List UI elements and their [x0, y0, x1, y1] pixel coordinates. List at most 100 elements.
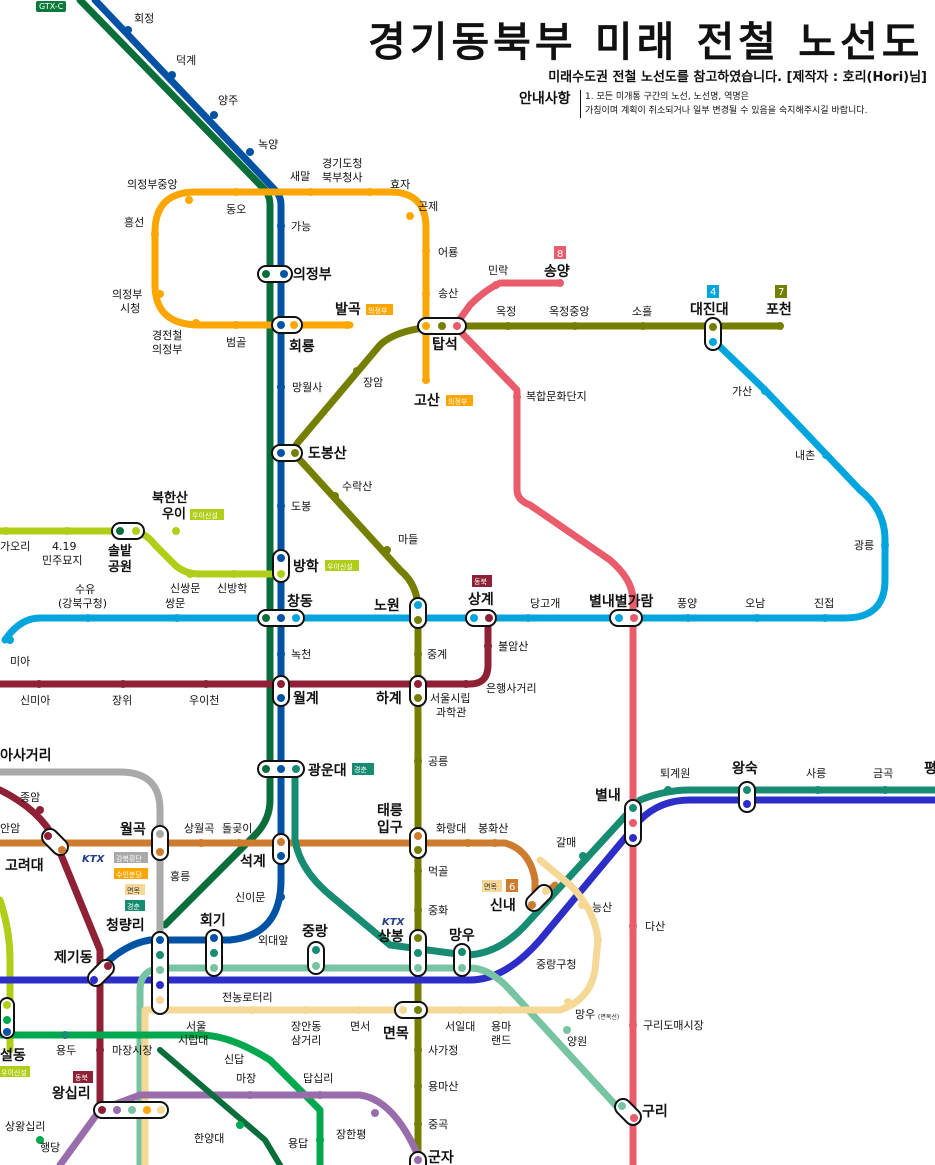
- line-jungang: [0, 796, 935, 984]
- station-jangwi: 장위: [112, 694, 132, 707]
- station-yangwon: 양원: [567, 1035, 587, 1048]
- station-dobong: 도봉: [291, 500, 311, 513]
- transfer-dobongsan: [271, 444, 303, 462]
- station-taereung-2: 입구: [377, 820, 403, 836]
- station-gosan-tag: 의정부: [448, 397, 468, 406]
- station-nokcheon: 녹천: [291, 647, 311, 661]
- station-solbat-2: 공원: [108, 560, 132, 575]
- station-pocheon-tag: 7: [778, 287, 784, 298]
- transfer-hoeryong: [271, 316, 303, 334]
- station-cheongnyangni: 청량리: [106, 918, 145, 934]
- station-sagajeong: 사가정: [428, 1044, 458, 1057]
- station-jeonnong: 전농로터리: [222, 991, 273, 1004]
- station-sinmia: 신미아: [20, 694, 50, 707]
- station-gosan: 고산: [414, 392, 440, 409]
- station-gyeonggi-bukbu-1: 경기도청: [322, 157, 362, 170]
- line-myeonmok: [141, 856, 602, 1165]
- transfer-uijeongbu: [257, 265, 293, 283]
- station-seoilmok: 서일대: [445, 1019, 475, 1033]
- station-guri: 구리: [642, 1104, 668, 1120]
- station-deokgye: 덕계: [176, 54, 196, 67]
- station-ganeung: 가능: [291, 220, 311, 233]
- gtx-c-badge: GTX-C: [36, 1, 67, 12]
- station-janghanpyeong: 장한평: [336, 1128, 366, 1141]
- station-okjeong: 옥정: [496, 305, 516, 318]
- station-wolgye: 월계: [293, 690, 319, 707]
- station-yongdap: 용답: [288, 1137, 308, 1150]
- station-seoulsirip-2: 과학관: [436, 706, 466, 719]
- tag-gangbuk: 강북횡단: [116, 854, 142, 863]
- line-1: [91, 0, 285, 979]
- station-pocheon: 포천: [766, 302, 792, 318]
- station-janggam: 장암: [363, 376, 383, 389]
- station-bukhansan-2: 우이: [162, 506, 186, 522]
- station-yongmasan: 용마산: [428, 1080, 458, 1093]
- station-songsan: 송산: [438, 287, 458, 300]
- station-danggogae: 당고개: [530, 597, 560, 610]
- station-uijeongbu-jungang: 의정부중앙: [127, 178, 178, 191]
- transfer-nowon: [409, 597, 427, 629]
- station-solbat-1: 솔밭: [108, 543, 132, 559]
- line-2: [0, 1031, 324, 1165]
- station-pyeong: 평: [924, 760, 935, 777]
- station-minrak: 민락: [488, 264, 508, 277]
- station-heungnong: 홍릉: [170, 869, 190, 883]
- station-hoeryong: 회룡: [289, 339, 315, 355]
- station-hwarangdae: 화랑대: [436, 822, 466, 835]
- station-haengdang: 행당: [40, 1141, 60, 1154]
- ktx-logo-1: KTX: [82, 854, 106, 865]
- station-junggok: 중곡: [428, 1118, 448, 1131]
- station-daejindae: 대진대: [690, 301, 729, 318]
- station-bukhansan-1: 북한산: [152, 490, 188, 506]
- station-sinnae-tag: 면목: [484, 882, 497, 891]
- station-byeollae: 별내: [595, 787, 621, 804]
- station-sindap: 신답: [224, 1053, 244, 1066]
- transfer-taereung: [409, 827, 427, 859]
- station-junggye: 중계: [427, 648, 447, 661]
- station-mia-sageori: 아사거리: [0, 747, 52, 764]
- station-tapseok: 탑석: [432, 337, 458, 353]
- notice-label: 안내사항: [519, 91, 571, 107]
- station-majang-sijang: 마장시장: [112, 1044, 152, 1057]
- station-guri-market: 구리도매시장: [643, 1019, 704, 1032]
- station-myeonmok: 면목: [383, 1025, 409, 1042]
- station-janganong-1: 장안동: [291, 1020, 321, 1033]
- map-subtitle: 미래수도권 전철 노선도를 참고하였습니다. [제작자 : 호리(Hori)님]: [548, 70, 927, 85]
- station-onam: 오남: [745, 597, 765, 610]
- station-junghwa: 중화: [428, 904, 448, 917]
- station-mia: 미아: [10, 655, 30, 668]
- ktx-logo-2: KTX: [382, 917, 406, 928]
- station-dolgoji: 돌곶이: [222, 822, 252, 835]
- station-beomgol: 범골: [226, 336, 246, 349]
- station-dapsimni: 답십리: [303, 1072, 333, 1085]
- station-bukhansan-tag: 우이신설: [192, 511, 218, 520]
- station-kwangundae-tag: 경춘: [354, 765, 367, 774]
- station-eunhaeng: 은행사거리: [486, 682, 537, 695]
- transfer-wangsuk: [738, 781, 756, 813]
- station-madeul: 마들: [398, 533, 418, 546]
- station-toegyewon: 퇴계원: [660, 767, 690, 780]
- station-sanggye: 상계: [468, 592, 494, 608]
- station-seoulsirip-1: 서울시립: [430, 692, 470, 705]
- station-saemal: 새말: [290, 170, 310, 183]
- notice-line-2: 가칭이며 계획이 취소되거나 일부 변경될 수 있음을 숙지해주시길 바랍니다.: [585, 106, 868, 116]
- station-gongneung: 공릉: [428, 755, 448, 768]
- station-seokgye: 석계: [240, 854, 266, 870]
- station-wolgok: 월곡: [120, 821, 146, 838]
- station-bokhap: 복합문화단지: [526, 390, 587, 403]
- station-meokgol: 먹골: [428, 865, 448, 878]
- tag-myeonmok: 면목: [127, 886, 140, 895]
- line-uijeongbu-lrt: [151, 188, 430, 384]
- station-hagye: 하계: [376, 690, 402, 707]
- line-2-loop: [157, 1047, 283, 1165]
- station-sareung: 사릉: [806, 767, 826, 780]
- station-neungsan: 능산: [592, 901, 612, 914]
- station-dasan: 다산: [645, 920, 665, 933]
- station-minju-1: 4.19: [52, 540, 77, 553]
- station-myeonseo: 면서: [350, 1020, 370, 1033]
- station-uijeongbu-city-2: 시청: [120, 302, 140, 315]
- station-anam: 안암: [0, 822, 20, 835]
- station-surak: 수락산: [342, 480, 372, 493]
- station-eoryong: 어룡: [438, 246, 458, 259]
